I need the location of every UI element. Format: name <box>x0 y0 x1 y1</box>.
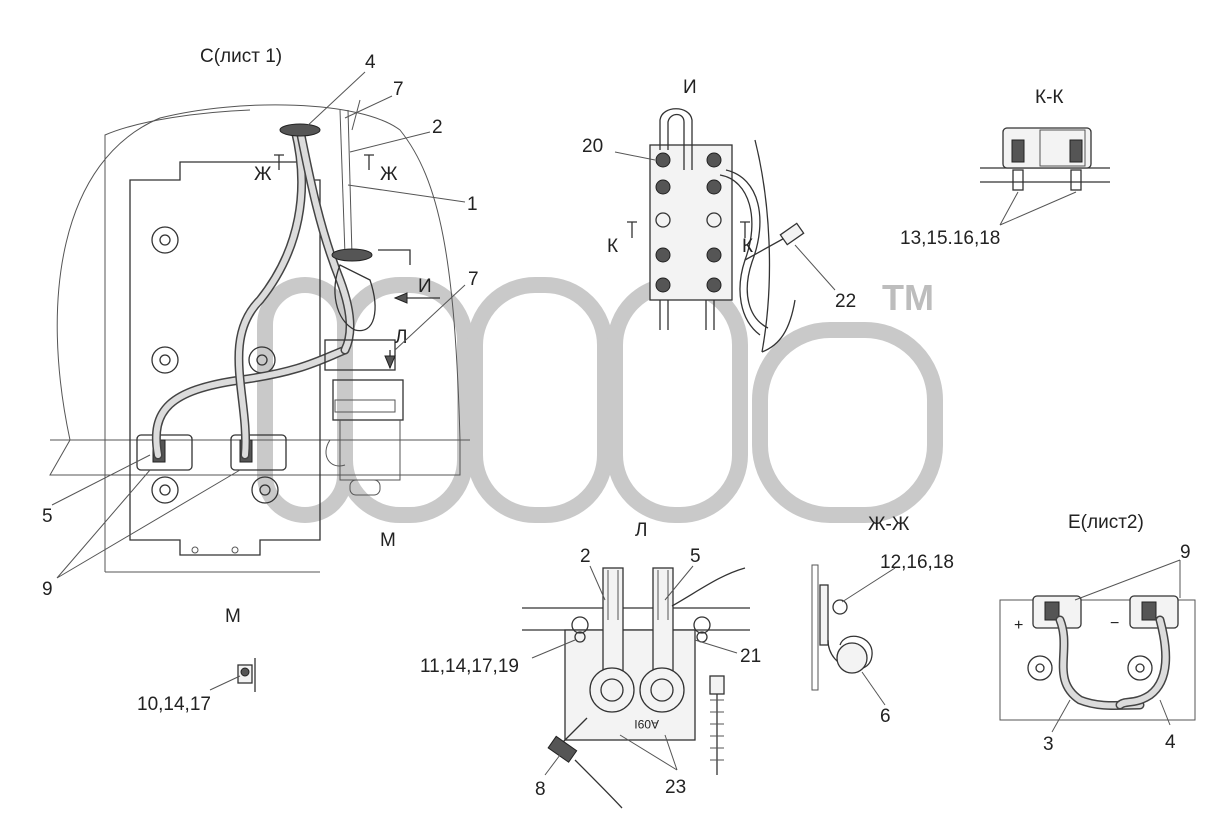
view-i-title: И <box>683 77 697 98</box>
relay-terminal-left <box>589 667 635 713</box>
relay-terminal-right <box>639 667 685 713</box>
terminal-block <box>649 144 733 301</box>
view-e: Е(лист2) + − 9 3 4 <box>999 512 1196 755</box>
clamp-cable-section <box>836 642 868 674</box>
view-kk-title: К-К <box>1035 87 1063 108</box>
callout-zhzh-refs: 12,16,18 <box>880 552 954 573</box>
view-m-title: М <box>225 606 241 627</box>
callout-l-refs: 11,14,17,19 <box>420 656 519 677</box>
callout-l-2: 2 <box>580 546 591 567</box>
relay-marking: A09I <box>634 717 659 731</box>
battery-panel <box>129 161 321 556</box>
callout-l-21: 21 <box>740 646 761 667</box>
callout-i-22: 22 <box>835 291 856 312</box>
mounting-bolts <box>151 226 279 554</box>
arrow-l-label: Л <box>395 327 407 348</box>
callout-c-9: 9 <box>42 579 53 600</box>
arrow-i-label: И <box>418 276 432 297</box>
view-kk: К-К 13,15.16,18 <box>900 87 1110 249</box>
watermark-tm: ТМ <box>882 277 934 318</box>
svg-text:+: + <box>1014 617 1023 634</box>
section-k-right: К <box>742 236 753 257</box>
callout-c-1: 1 <box>467 194 478 215</box>
battery-cable-4 <box>1115 615 1171 710</box>
callout-c-2: 2 <box>432 117 443 138</box>
watermark: ТМ <box>257 277 943 523</box>
svg-text:−: − <box>1110 615 1119 632</box>
fuse-block <box>332 379 404 421</box>
callout-l-5: 5 <box>690 546 701 567</box>
view-m: М 10,14,17 <box>137 606 256 715</box>
callout-m-refs: 10,14,17 <box>137 694 211 715</box>
callout-c-4: 4 <box>365 52 376 73</box>
callout-c-7a: 7 <box>393 79 404 100</box>
callout-e-3: 3 <box>1043 734 1054 755</box>
callout-e-4: 4 <box>1165 732 1176 753</box>
section-zh-right: Ж <box>380 164 398 185</box>
view-c-title: С(лист 1) <box>200 46 282 67</box>
view-i: И К К 20 22 <box>582 77 856 353</box>
callout-c-5: 5 <box>42 506 53 527</box>
callout-e-9: 9 <box>1180 542 1191 563</box>
callout-c-7b: 7 <box>468 269 479 290</box>
view-e-title: Е(лист2) <box>1068 512 1144 533</box>
terminal-box-right <box>230 434 287 471</box>
view-zhzh-title: Ж-Ж <box>868 514 910 535</box>
terminal-box-left <box>136 434 193 471</box>
view-c: С(лист 1) <box>42 46 479 600</box>
callout-i-20: 20 <box>582 136 603 157</box>
section-zh-left: Ж <box>254 164 272 185</box>
view-l-title: Л <box>635 520 647 541</box>
kk-terminal-block <box>1002 127 1092 169</box>
view-zhzh: Ж-Ж 12,16,18 6 <box>811 514 954 727</box>
terminal-screws <box>655 152 722 293</box>
callout-l-23: 23 <box>665 777 686 798</box>
callout-kk-refs: 13,15.16,18 <box>900 228 1000 249</box>
section-k-left: К <box>607 236 618 257</box>
callout-l-8: 8 <box>535 779 546 800</box>
callout-zhzh-6: 6 <box>880 706 891 727</box>
view-l: Л A09I 2 5 11,14,17,19 21 8 23 <box>420 520 761 809</box>
view-m-marker: М <box>380 530 396 551</box>
